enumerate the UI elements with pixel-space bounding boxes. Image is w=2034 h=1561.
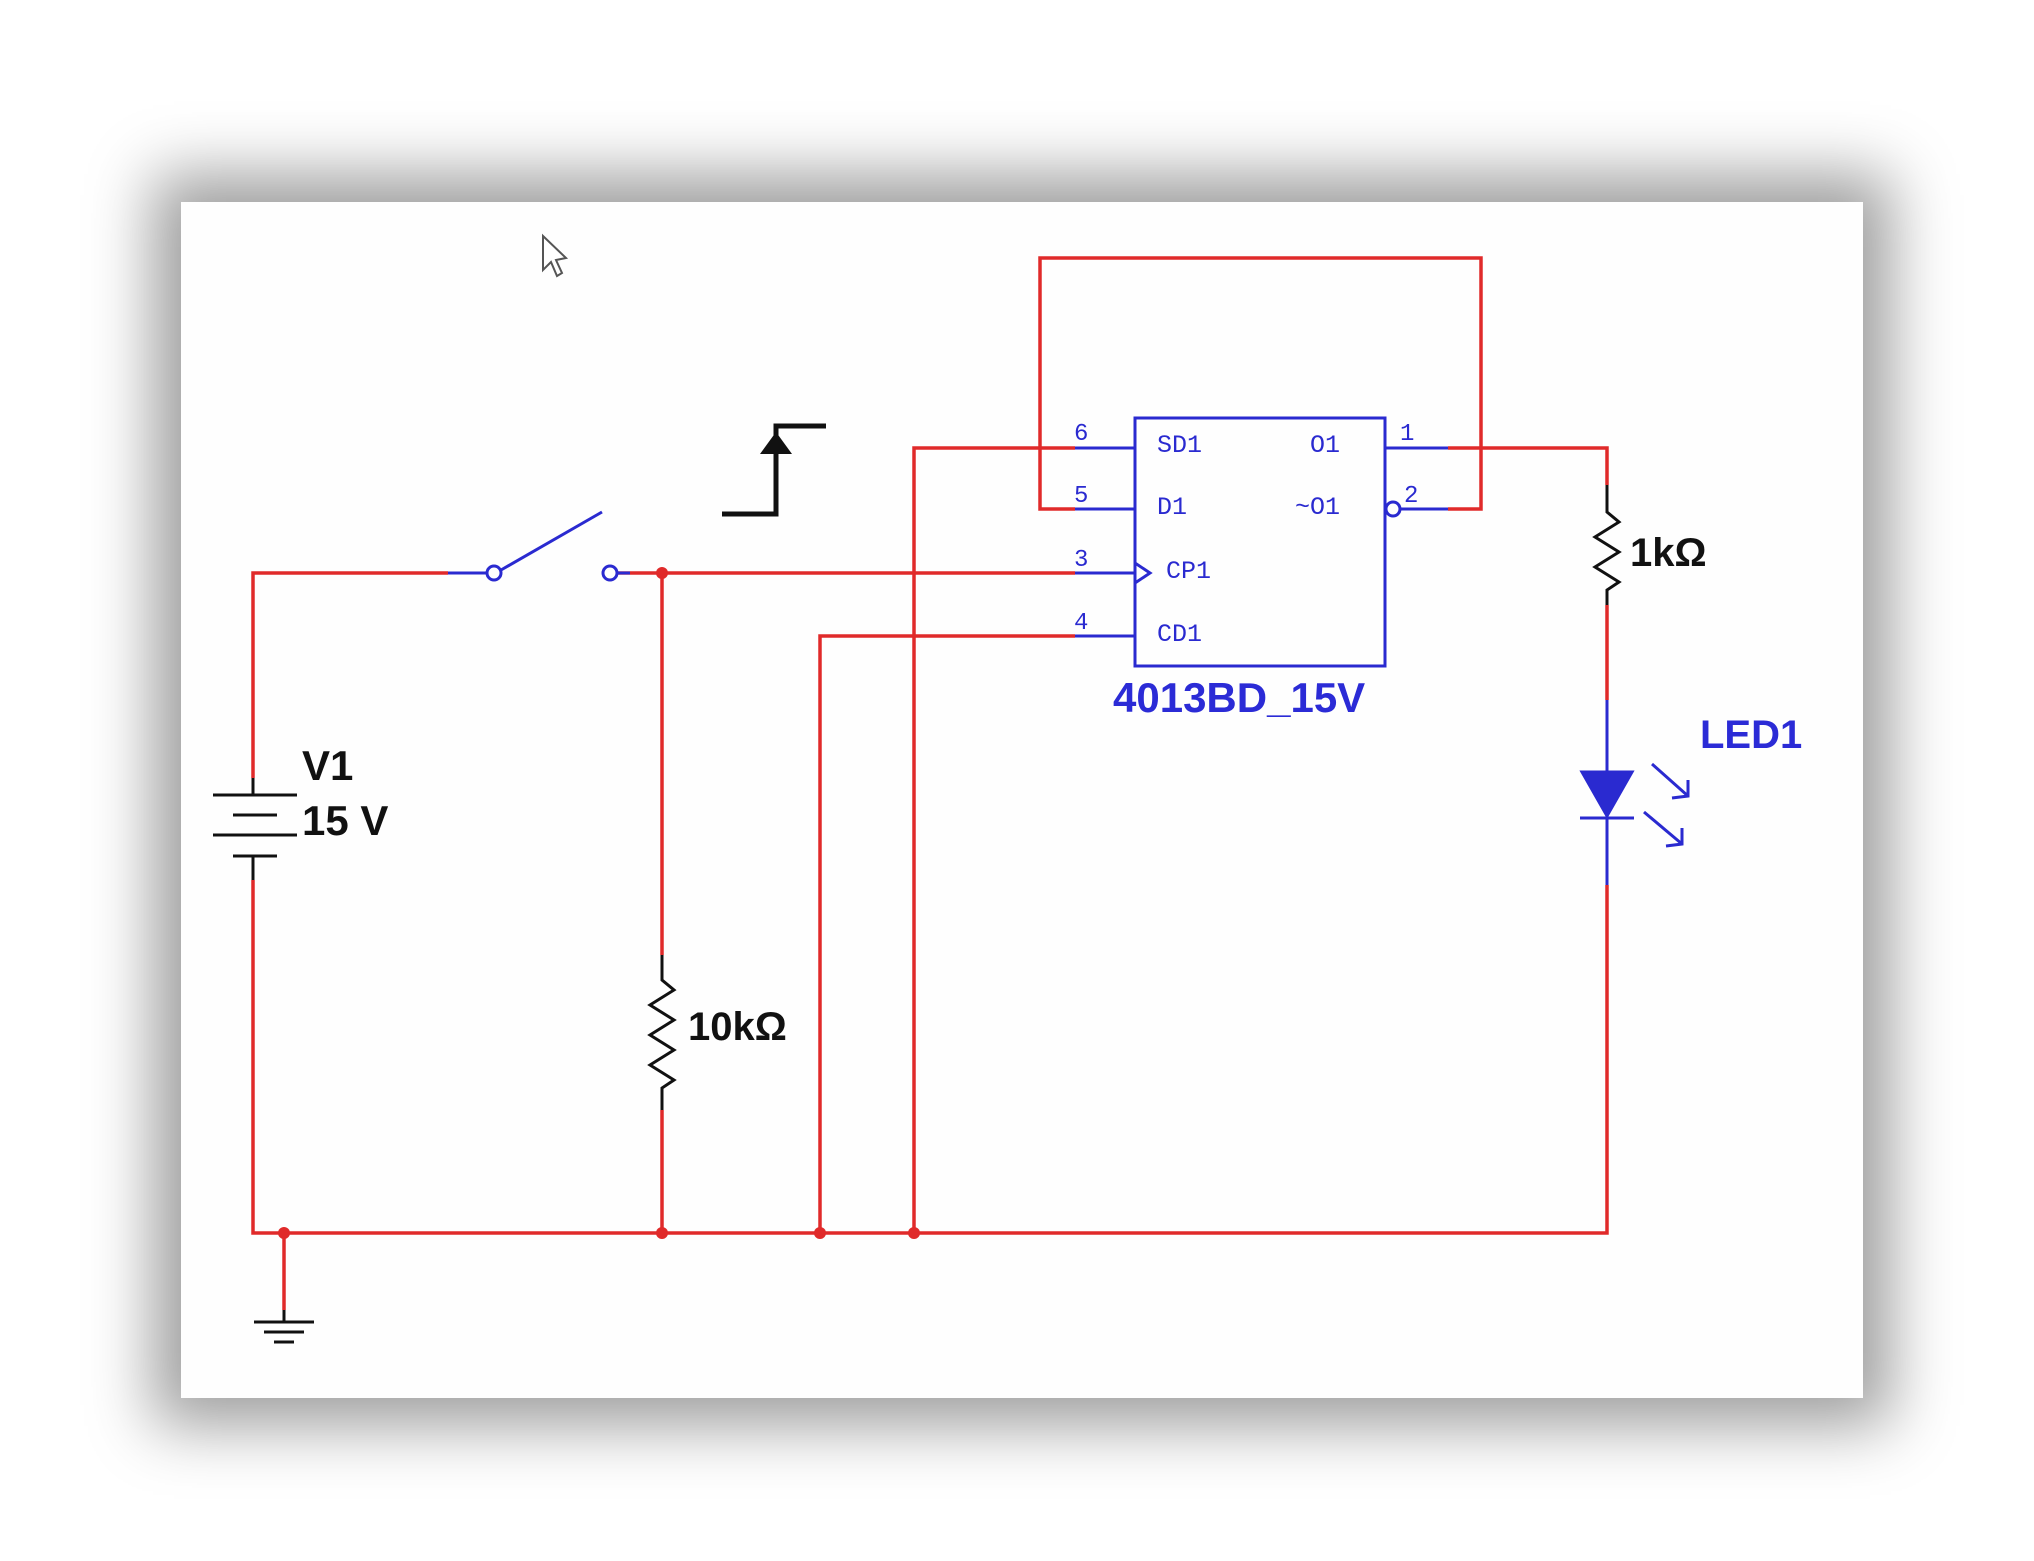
resistor-10k[interactable] bbox=[647, 955, 677, 1110]
junction-dot bbox=[908, 1227, 920, 1239]
chip-4013[interactable] bbox=[1075, 416, 1448, 668]
rising-edge-icon bbox=[722, 423, 826, 517]
pin-label-nq1: ~O1 bbox=[1295, 493, 1340, 522]
pin-number-cd1: 4 bbox=[1074, 610, 1088, 637]
pin-label-cd1: CD1 bbox=[1157, 620, 1202, 649]
wire-q1-to-1k bbox=[1448, 446, 1609, 485]
pin-label-sd1: SD1 bbox=[1157, 431, 1202, 460]
junction-dot bbox=[656, 1227, 668, 1239]
battery-v1[interactable] bbox=[213, 778, 297, 880]
led-name-label: LED1 bbox=[1700, 713, 1802, 757]
pin-number-cp1: 3 bbox=[1074, 547, 1088, 574]
led-emission-arrows-icon bbox=[1643, 762, 1690, 848]
pin-label-q1: O1 bbox=[1310, 431, 1340, 460]
junction-dot bbox=[814, 1227, 826, 1239]
ground-icon bbox=[254, 1310, 314, 1344]
resistor-1k-label: 1kΩ bbox=[1630, 531, 1707, 575]
pin-number-q1: 1 bbox=[1400, 421, 1414, 448]
wire-battery-to-rail bbox=[251, 880, 1609, 1235]
switch[interactable] bbox=[448, 510, 630, 582]
pin-number-d1: 5 bbox=[1074, 483, 1088, 510]
battery-value-label: 15 V bbox=[302, 797, 388, 844]
wire-feedback-d1 bbox=[1038, 256, 1483, 511]
schematic-canvas bbox=[181, 202, 1863, 1398]
pin-number-sd1: 6 bbox=[1074, 421, 1088, 448]
wire-battery-to-switch bbox=[251, 571, 448, 778]
wires bbox=[251, 256, 1609, 1310]
pin-label-cp1: CP1 bbox=[1166, 557, 1211, 586]
wire-sd1 bbox=[912, 446, 1075, 1233]
junctions bbox=[278, 567, 920, 1239]
battery-name-label: V1 bbox=[302, 742, 353, 789]
junction-dot bbox=[278, 1227, 290, 1239]
wire-cd1 bbox=[818, 634, 1075, 1233]
pin-label-d1: D1 bbox=[1157, 493, 1187, 522]
junction-dot bbox=[656, 567, 668, 579]
resistor-10k-label: 10kΩ bbox=[688, 1005, 787, 1049]
pin-number-nq1: 2 bbox=[1404, 483, 1418, 510]
mouse-pointer-icon bbox=[542, 233, 569, 278]
resistor-1k[interactable] bbox=[1592, 485, 1622, 605]
led1[interactable] bbox=[1579, 700, 1690, 885]
chip-name-label: 4013BD_15V bbox=[1113, 674, 1365, 721]
